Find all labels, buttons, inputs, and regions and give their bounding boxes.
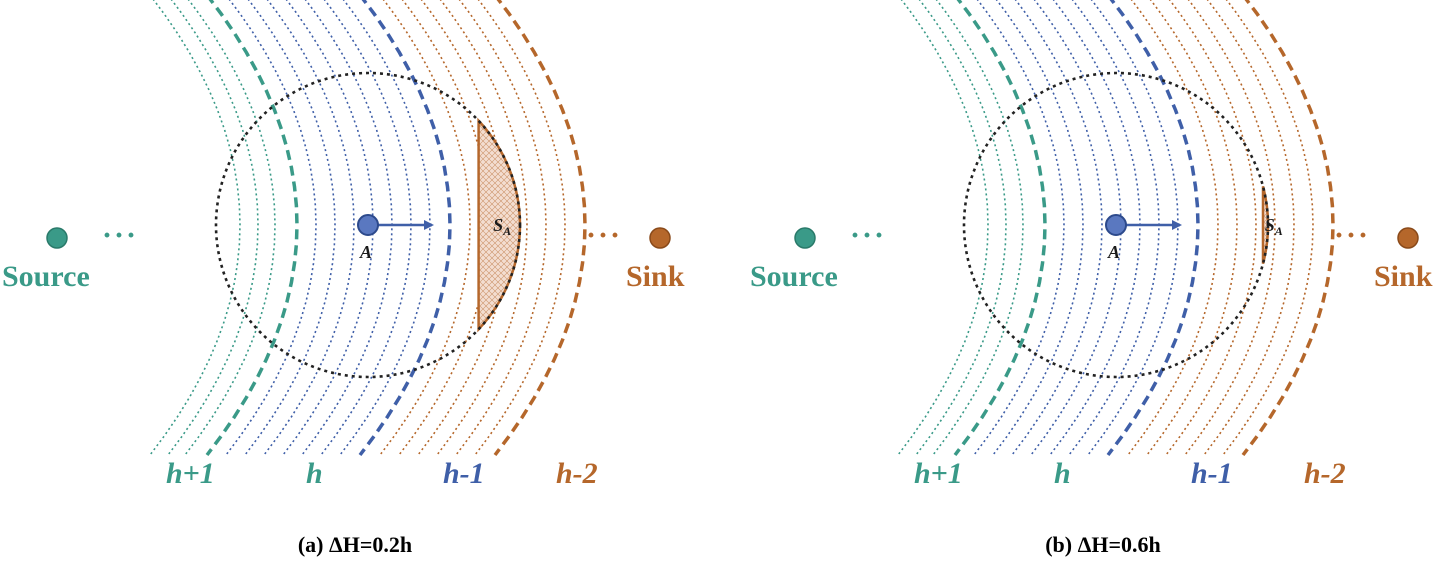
source-ellipsis: ··· [850, 219, 886, 252]
area-label-main: S [493, 215, 503, 235]
point-a-marker [1105, 214, 1127, 236]
isoline [1087, 0, 1179, 456]
area-label: SA [1265, 215, 1283, 238]
isoline [1222, 0, 1314, 456]
isoline [1165, 0, 1257, 456]
panel-caption: (a) ΔH=0.2h [298, 532, 412, 557]
point-a-label: A [1107, 242, 1120, 262]
isoline [339, 0, 431, 456]
panel-b: A SA ··· Source ··· Sink h+1 h h-1 h-2 (… [750, 0, 1433, 557]
source-ellipsis: ··· [102, 219, 138, 252]
isoline [1146, 0, 1238, 456]
sink-node [1397, 227, 1419, 249]
isoline [932, 0, 1024, 456]
panel-a: A SA ··· Source ··· Sink h+1 h h-1 h-2 (… [2, 0, 685, 557]
level-label-h-plus-1: h+1 [914, 457, 963, 490]
isoline [263, 0, 355, 456]
area-region [1261, 186, 1270, 264]
level-label-h-minus-1: h-1 [1191, 457, 1233, 490]
isoline [455, 0, 547, 456]
isoline [1184, 0, 1276, 456]
isoline [398, 0, 490, 456]
area-label: SA [493, 215, 511, 238]
isoline [379, 0, 471, 456]
source-label: Source [2, 260, 90, 293]
sink-label: Sink [626, 260, 685, 293]
area-label-subscript: A [1274, 224, 1283, 238]
isoline-h-minus-2 [1241, 0, 1335, 457]
area-label-subscript: A [502, 224, 511, 238]
isoline [474, 0, 566, 456]
level-label-h: h [306, 457, 323, 490]
isoline [897, 0, 989, 456]
isoline [973, 0, 1065, 456]
level-label-h-minus-1: h-1 [443, 457, 485, 490]
isoline [915, 0, 1007, 456]
isoline [244, 0, 336, 456]
sink-ellipsis: ··· [586, 219, 622, 252]
panel-caption: (b) ΔH=0.6h [1045, 532, 1161, 557]
isoline [167, 0, 259, 456]
area-label-main: S [1265, 215, 1275, 235]
influence-circle [214, 71, 522, 379]
isoline [184, 0, 276, 456]
isoline [1203, 0, 1295, 456]
isoline-h [205, 0, 299, 457]
level-label-h-minus-2: h-2 [556, 457, 598, 490]
isoline-h [953, 0, 1047, 457]
source-node [46, 227, 68, 249]
isoline [149, 0, 241, 456]
isoline [992, 0, 1084, 456]
source-label: Source [750, 260, 838, 293]
sink-node [649, 227, 671, 249]
sink-ellipsis: ··· [1334, 219, 1370, 252]
sink-label: Sink [1374, 260, 1433, 293]
isoline [225, 0, 317, 456]
level-label-h-plus-1: h+1 [166, 457, 215, 490]
level-label-h: h [1054, 457, 1071, 490]
influence-circle [962, 71, 1270, 379]
point-a-marker [357, 214, 379, 236]
level-label-h-minus-2: h-2 [1304, 457, 1346, 490]
isoline [1127, 0, 1219, 456]
point-a-label: A [359, 242, 372, 262]
isoline [436, 0, 528, 456]
source-node [794, 227, 816, 249]
isoline [1011, 0, 1103, 456]
